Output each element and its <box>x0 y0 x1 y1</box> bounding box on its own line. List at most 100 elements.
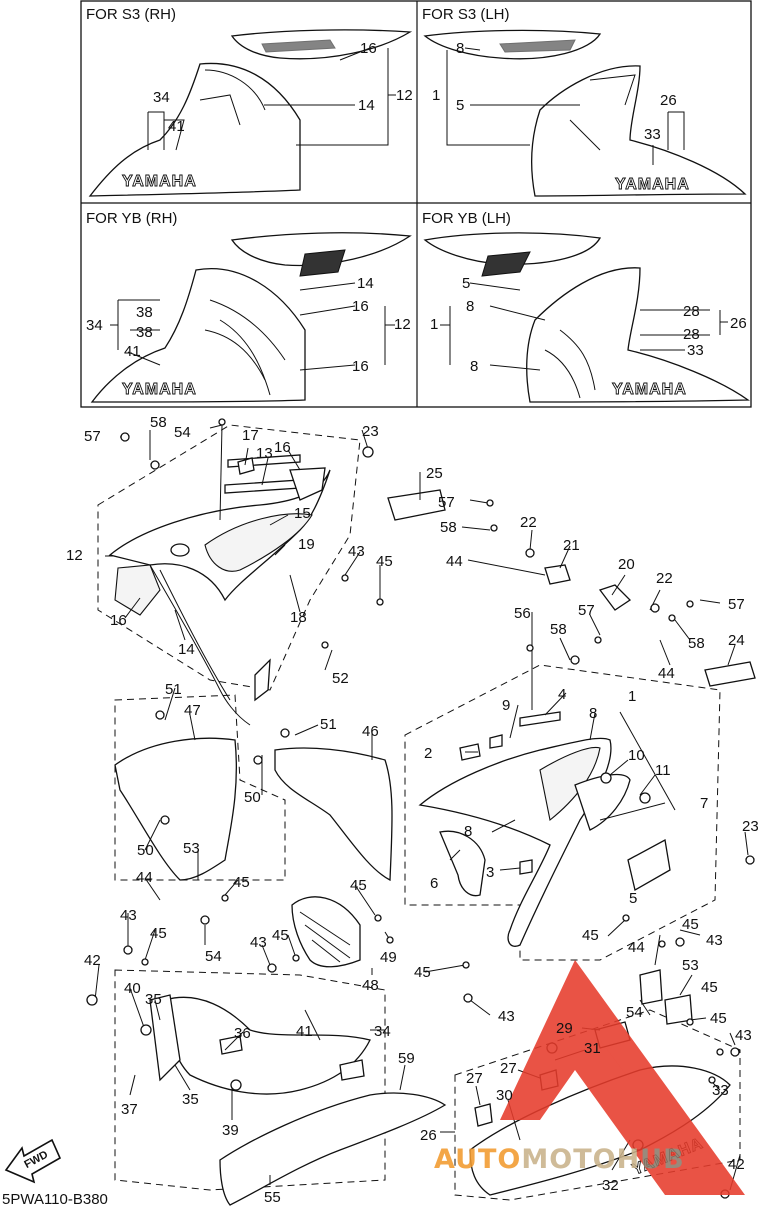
decal-24 <box>704 661 756 687</box>
callout-16: 16 <box>110 612 127 629</box>
callout-51: 51 <box>165 681 182 698</box>
callout-43: 43 <box>735 1027 752 1044</box>
callout-12: 12 <box>66 547 83 564</box>
callout-57: 57 <box>728 596 745 613</box>
callout-23: 23 <box>362 423 379 440</box>
callout-41: 41 <box>124 343 141 360</box>
fairing-yb-lh-illustration: YAMAHA <box>423 232 750 403</box>
fairing-yb-rh-illustration: YAMAHA <box>90 232 412 403</box>
callout-27: 27 <box>500 1060 517 1077</box>
callout-45: 45 <box>682 916 699 933</box>
callout-45: 45 <box>582 927 599 944</box>
callout-57: 57 <box>578 602 595 619</box>
callout-21: 21 <box>563 537 580 554</box>
callout-25: 25 <box>426 465 443 482</box>
fairing-s3-rh-illustration: YAMAHA <box>88 29 413 197</box>
yamaha-decal-yb-lh: YAMAHA <box>612 381 687 398</box>
yamaha-decal-s3-rh: YAMAHA <box>122 173 197 190</box>
callout-45: 45 <box>150 925 167 942</box>
callout-19: 19 <box>298 536 315 553</box>
inner-panel-47 <box>114 737 237 881</box>
assembly-box-12 <box>97 424 361 691</box>
side-cowl-rh-upper <box>108 454 331 726</box>
callout-41: 41 <box>296 1023 313 1040</box>
callout-5: 5 <box>456 97 464 114</box>
callout-51: 51 <box>320 716 337 733</box>
callout-58: 58 <box>440 519 457 536</box>
callout-35: 35 <box>145 991 162 1008</box>
callout-45: 45 <box>376 553 393 570</box>
callout-18: 18 <box>290 609 307 626</box>
callout-43: 43 <box>348 543 365 560</box>
panel-title-yb-rh: FOR YB (RH) <box>86 210 177 227</box>
callout-10: 10 <box>628 747 645 764</box>
callout-35: 35 <box>182 1091 199 1108</box>
callout-39: 39 <box>222 1122 239 1139</box>
assembly-box-47 <box>114 694 286 881</box>
callout-26: 26 <box>660 92 677 109</box>
callout-32: 32 <box>602 1177 619 1194</box>
watermark-text: AUTOMOTOHUB <box>434 1144 685 1175</box>
callout-45: 45 <box>701 979 718 996</box>
callout-45: 45 <box>414 964 431 981</box>
callout-33: 33 <box>712 1082 729 1099</box>
callout-16: 16 <box>352 298 369 315</box>
callout-17: 17 <box>242 427 259 444</box>
callout-28: 28 <box>683 326 700 343</box>
callout-43: 43 <box>498 1008 515 1025</box>
callout-49: 49 <box>380 949 397 966</box>
callout-59: 59 <box>398 1050 415 1067</box>
callout-57: 57 <box>438 494 455 511</box>
callout-45: 45 <box>233 874 250 891</box>
callout-6: 6 <box>430 875 438 892</box>
panel-title-s3-rh: FOR S3 (RH) <box>86 6 176 23</box>
callout-11: 11 <box>655 762 671 779</box>
fairing-s3-lh-illustration: YAMAHA <box>423 29 747 197</box>
callout-31: 31 <box>584 1040 601 1057</box>
callout-14: 14 <box>358 97 375 114</box>
callout-53: 53 <box>682 957 699 974</box>
callout-8: 8 <box>466 298 474 315</box>
callout-45: 45 <box>350 877 367 894</box>
inset-leader-lines <box>110 47 728 371</box>
duct-25 <box>387 489 446 521</box>
callout-54: 54 <box>626 1004 643 1021</box>
watermark-triangle-icon <box>500 960 745 1195</box>
panel-title-s3-lh: FOR S3 (LH) <box>422 6 510 23</box>
callout-14: 14 <box>357 275 374 292</box>
callout-44: 44 <box>446 553 463 570</box>
callout-57: 57 <box>84 428 101 445</box>
callout-22: 22 <box>520 514 537 531</box>
side-duct-46 <box>274 747 393 882</box>
callout-34: 34 <box>153 89 170 106</box>
side-cowl-lh-upper <box>418 711 671 947</box>
callout-48: 48 <box>362 977 379 994</box>
callout-16: 16 <box>360 40 377 57</box>
callout-44: 44 <box>628 939 645 956</box>
callout-2: 2 <box>424 745 432 762</box>
fasteners <box>86 418 755 1199</box>
callout-34: 34 <box>86 317 103 334</box>
callout-1: 1 <box>432 87 440 104</box>
watermark-logo: AUTOMOTOHUB <box>434 960 745 1195</box>
callout-16: 16 <box>274 439 291 456</box>
main-leader-lines <box>94 424 749 1191</box>
callout-52: 52 <box>332 670 349 687</box>
callout-44: 44 <box>658 665 675 682</box>
callout-12: 12 <box>394 316 411 333</box>
callout-43: 43 <box>706 932 723 949</box>
callout-8: 8 <box>456 40 464 57</box>
callout-15: 15 <box>294 505 311 522</box>
callout-27: 27 <box>466 1070 483 1087</box>
panel-title-yb-lh: FOR YB (LH) <box>422 210 511 227</box>
callout-9: 9 <box>502 697 510 714</box>
callout-37: 37 <box>121 1101 138 1118</box>
callout-13: 13 <box>256 445 273 462</box>
callout-47: 47 <box>184 702 201 719</box>
yamaha-decal-yb-rh: YAMAHA <box>122 381 197 398</box>
callout-45: 45 <box>272 927 289 944</box>
callout-22: 22 <box>656 570 673 587</box>
air-duct-48 <box>291 896 361 968</box>
